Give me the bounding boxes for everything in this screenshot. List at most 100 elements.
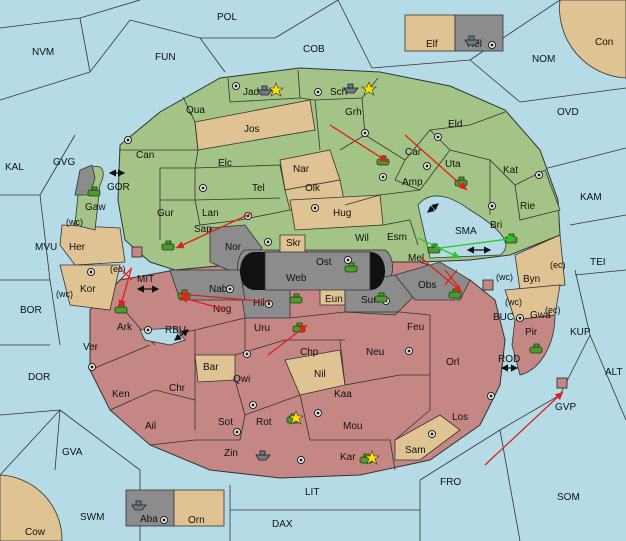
- province-label: Nil: [314, 369, 326, 380]
- province-label: Sot: [218, 417, 233, 428]
- province-label: Amp: [402, 177, 423, 188]
- sea-label: GOR: [107, 182, 130, 193]
- army-unit-icon: [161, 240, 175, 251]
- province-label: Eld: [448, 119, 462, 130]
- supply-center-icon: [144, 326, 152, 334]
- coast-annotations: (wc) (wc) (wc) (ec) (ec) (ec) (wc): [56, 217, 566, 315]
- province-label: Jos: [244, 124, 260, 135]
- cancel-marks: [119, 267, 458, 286]
- supply-center-icon: [423, 162, 431, 170]
- province-label: Feu: [407, 322, 424, 333]
- neutral-label-group: Elf Her Byn Gwa Sam Orn: [69, 39, 551, 526]
- province-label: Uta: [445, 159, 461, 170]
- province-label: Los: [452, 412, 468, 423]
- province-cow: [0, 474, 63, 541]
- dislodged-unit-icon: [482, 279, 494, 291]
- province-label: Wil: [355, 233, 369, 244]
- province-label: Her: [69, 242, 86, 253]
- province-orn: [173, 489, 225, 527]
- sea-label: OVD: [557, 107, 579, 118]
- coast-label: (wc): [496, 272, 513, 282]
- supply-center-icon: [226, 285, 234, 293]
- retreat-markers: [131, 246, 568, 389]
- star-icon: [361, 81, 377, 96]
- province-label: Esm: [387, 232, 407, 243]
- province-kor: [59, 264, 121, 311]
- sea-label: KAM: [580, 192, 602, 203]
- supply-center-icon: [233, 428, 241, 436]
- province-label: Zin: [224, 448, 238, 459]
- supply-center-icon: [487, 392, 495, 400]
- province-label: Rie: [520, 201, 535, 212]
- green-label-group: Jad Sch Qua Grh Jos Can Eld Car Uta Elc …: [85, 87, 535, 264]
- sea-label: NOM: [532, 54, 555, 65]
- province-label: Can: [136, 150, 154, 161]
- province-label: Sap: [194, 224, 212, 235]
- province-label: Byn: [523, 274, 540, 285]
- army-unit-icon: [344, 262, 358, 273]
- green-borders: [120, 69, 516, 246]
- red-label-group: Ark Ver Kor Nog Uru Chp Neu Feu Orl Bar …: [80, 284, 538, 463]
- sea-label: BUC: [493, 312, 514, 323]
- province-label: Gwa: [530, 310, 551, 321]
- supply-center-icon: [265, 300, 273, 308]
- supply-center-icon: [249, 401, 257, 409]
- fleet-units[interactable]: [131, 35, 480, 511]
- sea-label: FRO: [440, 477, 461, 488]
- supply-center-icon: [488, 202, 496, 210]
- province-elf: [404, 14, 456, 52]
- province-label: Kaa: [334, 389, 352, 400]
- dislodged-unit-icon: [556, 377, 568, 389]
- province-label: Sch: [330, 87, 347, 98]
- supply-center-icon: [232, 82, 240, 90]
- sea-label: GVP: [555, 402, 576, 413]
- province-label: Obs: [418, 280, 436, 291]
- province-pir: [511, 314, 556, 376]
- province-label: Nar: [293, 164, 310, 175]
- coast-label: (ec): [110, 264, 126, 274]
- province-label: Mel: [408, 253, 424, 264]
- province-label: Uru: [254, 323, 270, 334]
- fleet-unit-icon: [257, 85, 273, 96]
- sea-label: COB: [303, 44, 325, 55]
- order-arrows-green: [417, 235, 517, 259]
- supply-center-icon: [516, 314, 524, 322]
- army-unit-icon: [529, 343, 543, 354]
- province-label: Mou: [343, 421, 362, 432]
- sea-label: NVM: [32, 47, 54, 58]
- sea-label: TEI: [590, 257, 606, 268]
- star-icon: [364, 450, 380, 465]
- fleet-unit-icon: [464, 35, 480, 46]
- province-label: Pir: [525, 327, 538, 338]
- province-label: Sun: [361, 295, 379, 306]
- coast-label: (ec): [545, 305, 561, 315]
- province-label: Hug: [333, 208, 351, 219]
- province-label: Orl: [446, 357, 459, 368]
- province-label: Jad: [243, 87, 259, 98]
- supply-center-icon: [428, 430, 436, 438]
- province-label: Qwi: [233, 374, 250, 385]
- province-label: Hil: [253, 298, 265, 309]
- supply-center-icon: [87, 268, 95, 276]
- province-gaw-strip: [74, 164, 96, 196]
- sea-label: ROD: [498, 354, 520, 365]
- province-label: Neu: [366, 347, 384, 358]
- province-label: Olk: [305, 183, 321, 194]
- province-label: Rot: [256, 417, 272, 428]
- province-label: Nor: [225, 242, 242, 253]
- province-her: [59, 224, 126, 266]
- sea-label: SWM: [80, 512, 104, 523]
- sea-label: SMA: [455, 226, 477, 237]
- province-label: Kat: [503, 165, 518, 176]
- province-label: Sam: [405, 445, 426, 456]
- sea-label: BOR: [20, 305, 42, 316]
- coast-label: (ec): [550, 260, 566, 270]
- province-label: Kor: [80, 284, 96, 295]
- province-label: Lan: [202, 208, 219, 219]
- supply-center-icon: [434, 133, 442, 141]
- province-label: Skr: [286, 238, 302, 249]
- sea-label: KUP: [570, 327, 591, 338]
- province-label: Car: [405, 147, 422, 158]
- province-con: [559, 0, 626, 79]
- province-label: Tel: [252, 183, 265, 194]
